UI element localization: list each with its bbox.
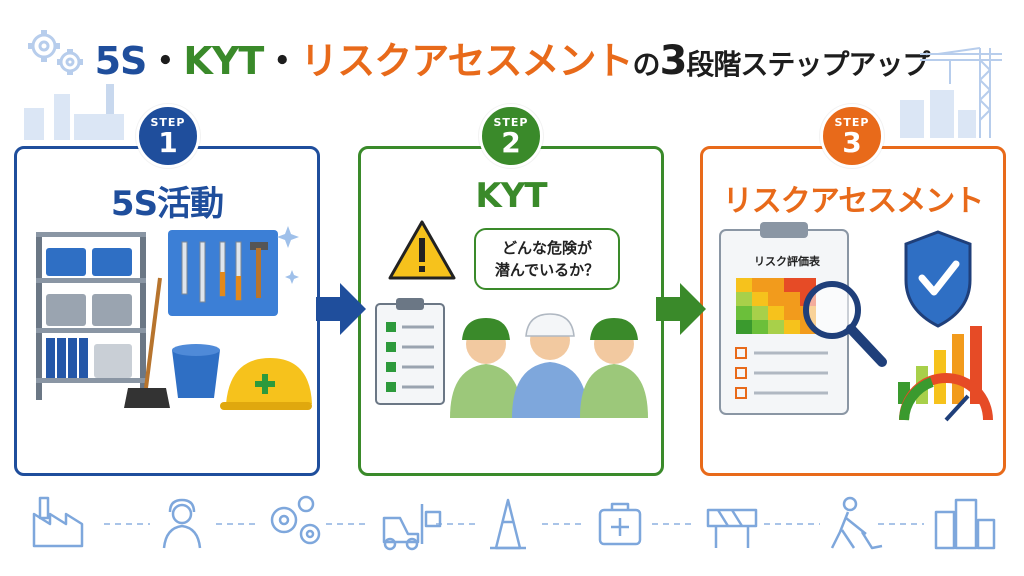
shelf-icon [36, 232, 146, 400]
worker-left [450, 318, 522, 418]
shield-check-icon [904, 230, 972, 328]
digging-worker-icon [830, 496, 883, 550]
title-5s: 5S [94, 39, 148, 83]
broom-icon [124, 277, 170, 408]
warning-icon [388, 220, 456, 280]
first-aid-icon [598, 502, 642, 546]
step3-label: STEP [834, 116, 870, 129]
step2-badge: STEP 2 [479, 104, 543, 168]
title-no: の [632, 48, 661, 81]
gears-factory-decoration [24, 30, 124, 140]
barrier-icon [706, 508, 758, 548]
magnifier-icon [803, 281, 887, 367]
bottom-icon-strip [32, 495, 996, 551]
buildings-icon [934, 498, 996, 550]
kyt-bubble-line1: どんな危険が [501, 239, 592, 257]
gauge-bars-icon [898, 326, 993, 422]
5s-illustration [36, 226, 312, 410]
title-risk: リスクアセスメント [300, 39, 633, 83]
worker-icon [162, 498, 202, 549]
worker-center [512, 313, 588, 418]
bucket-icon [172, 344, 220, 398]
risk-sheet-icon [719, 222, 849, 415]
risk-illustration [719, 222, 993, 422]
forklift-icon [382, 504, 442, 551]
title-sep-2: ・ [263, 39, 301, 83]
step2-label: STEP [493, 116, 529, 129]
step3-badge: STEP 3 [820, 104, 884, 168]
sparkle-icon [277, 226, 299, 284]
risk-sheet-title: リスク評価表 [754, 255, 820, 268]
step1-title: 5S活動 [110, 184, 224, 224]
title-sep-1: ・ [146, 39, 184, 83]
step2-title: KYT [475, 176, 547, 216]
title-three: 3 [659, 38, 688, 84]
kyt-speech-bubble: どんな危険が 潜んでいるか？ [474, 228, 620, 290]
step1-label: STEP [150, 116, 186, 129]
crane-decoration [900, 47, 1002, 138]
arrow-step1-to-step2 [316, 283, 366, 335]
kyt-bubble-line2: 潜んでいるか？ [494, 261, 600, 279]
factory-icon [32, 496, 84, 548]
title-steps: 段階ステップアップ [686, 48, 930, 81]
gears-icon [270, 495, 321, 545]
step1-badge: STEP 1 [136, 104, 200, 168]
step2-number: 2 [501, 126, 521, 159]
tool-board-icon [168, 230, 278, 316]
worker-right [580, 318, 648, 418]
kyt-illustration [375, 220, 648, 418]
clipboard-icon [375, 298, 445, 405]
traffic-cone-icon [490, 498, 526, 550]
step3-number: 3 [842, 126, 862, 159]
step1-number: 1 [158, 126, 178, 159]
helmet-icon [220, 358, 312, 410]
arrow-step2-to-step3 [656, 283, 706, 335]
title-kyt: KYT [183, 39, 264, 83]
page-title: 5S ・ KYT ・ リスクアセスメント の 3 段階ステップアップ [0, 30, 1024, 86]
step3-title: リスクアセスメント [722, 184, 984, 219]
